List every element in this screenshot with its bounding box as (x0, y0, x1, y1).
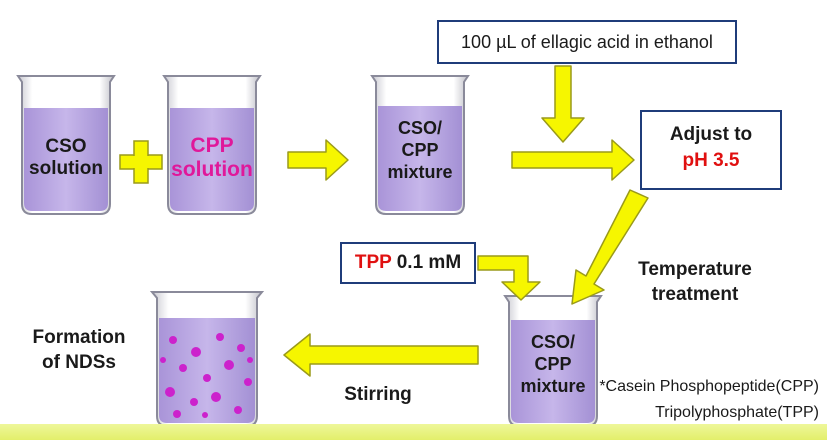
label-cso-solution: CSO solution (24, 136, 108, 180)
beaker-mixture-top (370, 75, 470, 215)
arrow-to-mixture (287, 139, 349, 181)
beaker-liquid (159, 318, 255, 423)
label-line: solution (171, 158, 253, 182)
formation-label: Formation of NDSs (18, 326, 140, 375)
footnote-tpp: Tripolyphosphate(TPP) (655, 404, 819, 421)
tpp-name: TPP (354, 252, 392, 273)
nanoparticles (160, 333, 253, 418)
stirring-label: Stirring (328, 384, 428, 406)
ellagic-acid-label: 100 µL of ellagic acid in ethanol (461, 32, 713, 52)
beaker-cpp-solution (162, 75, 262, 215)
adjust-label: Adjust to (669, 124, 753, 145)
arrow-to-temperature (571, 189, 649, 305)
label-line: treatment (651, 283, 739, 305)
label-mixture-bottom: CSO/ CPP mixture (511, 332, 595, 398)
ph-value: pH 3.5 (682, 149, 740, 171)
label-line: CSO/ (530, 332, 575, 352)
footnote-cpp: *Casein Phosphopeptide(CPP) (599, 378, 819, 395)
label-line: mixture (387, 161, 453, 182)
stirring-text: Stirring (344, 384, 412, 405)
label-line: CSO (45, 136, 87, 157)
label-line: solution (29, 157, 103, 179)
label-line: of NDSs (42, 351, 116, 373)
temperature-treatment-label: Temperature treatment (630, 258, 760, 307)
label-line: Temperature (638, 259, 752, 280)
label-line: CPP (190, 134, 234, 157)
tpp-box: TPP 0.1 mM (340, 242, 476, 284)
beaker-ndss (149, 291, 265, 427)
label-cpp-solution: CPP solution (166, 134, 258, 182)
beaker-cso-solution (16, 75, 116, 215)
arrow-to-adjust (511, 139, 635, 181)
beaker-liquid (170, 108, 254, 211)
ground-strip (0, 424, 827, 440)
arrow-stirring (283, 333, 479, 377)
adjust-ph-box: Adjust to pH 3.5 (640, 110, 782, 190)
label-line: CPP (401, 139, 439, 160)
label-line: CSO/ (397, 118, 442, 138)
label-line: CPP (534, 353, 572, 374)
beaker-liquid (378, 106, 462, 211)
beaker-liquid (24, 108, 108, 211)
arrow-tpp (477, 255, 541, 301)
ellagic-acid-box: 100 µL of ellagic acid in ethanol (437, 20, 737, 64)
label-line: mixture (520, 375, 586, 396)
label-mixture-top: CSO/ CPP mixture (378, 118, 462, 184)
label-line: Formation (32, 327, 126, 348)
beaker-liquid (511, 320, 595, 423)
plus-icon (119, 140, 163, 184)
arrow-ellagic-down (541, 65, 585, 143)
tpp-concentration: 0.1 mM (391, 252, 462, 273)
